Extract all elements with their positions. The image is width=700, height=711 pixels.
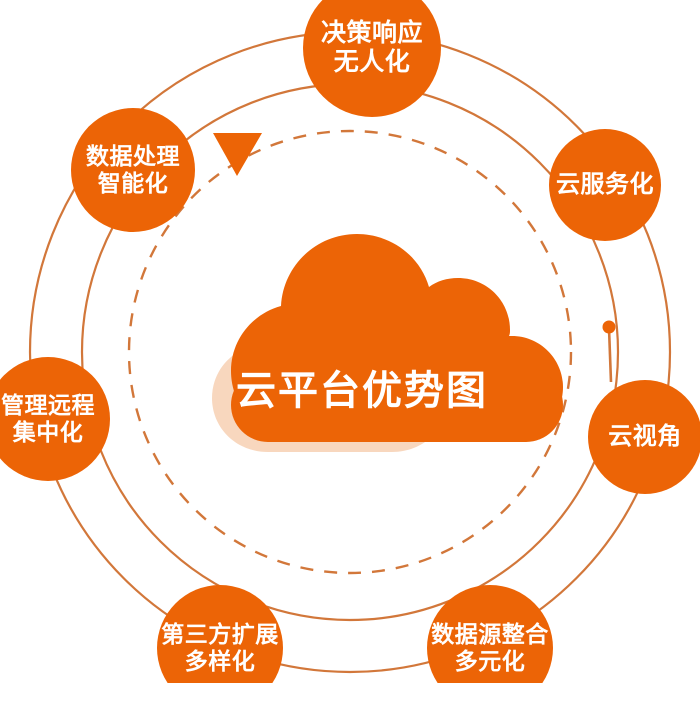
node-data-source-integration-circle[interactable] [427,585,553,683]
node-remote-management-circle[interactable] [0,357,110,481]
node-decision-response-circle[interactable] [303,0,441,117]
cloud-advantage-diagram: 云平台优势图 决策响应 无人化 云服务化 云视角 数据源整合 多元化 第三方扩展… [0,0,700,683]
inner-dashed-ring [127,129,573,575]
node-cloud-view-circle[interactable] [588,380,700,494]
node-data-processing-circle[interactable] [71,108,195,232]
flow-arrow-head [213,133,262,176]
node-cloud-service-circle[interactable] [549,129,661,241]
node-bubble-group [0,0,700,683]
cloud-shape [231,234,563,442]
diagram-canvas [0,0,700,683]
node-third-party-extension-circle[interactable] [157,585,283,683]
pin-marker-dot [602,320,616,383]
